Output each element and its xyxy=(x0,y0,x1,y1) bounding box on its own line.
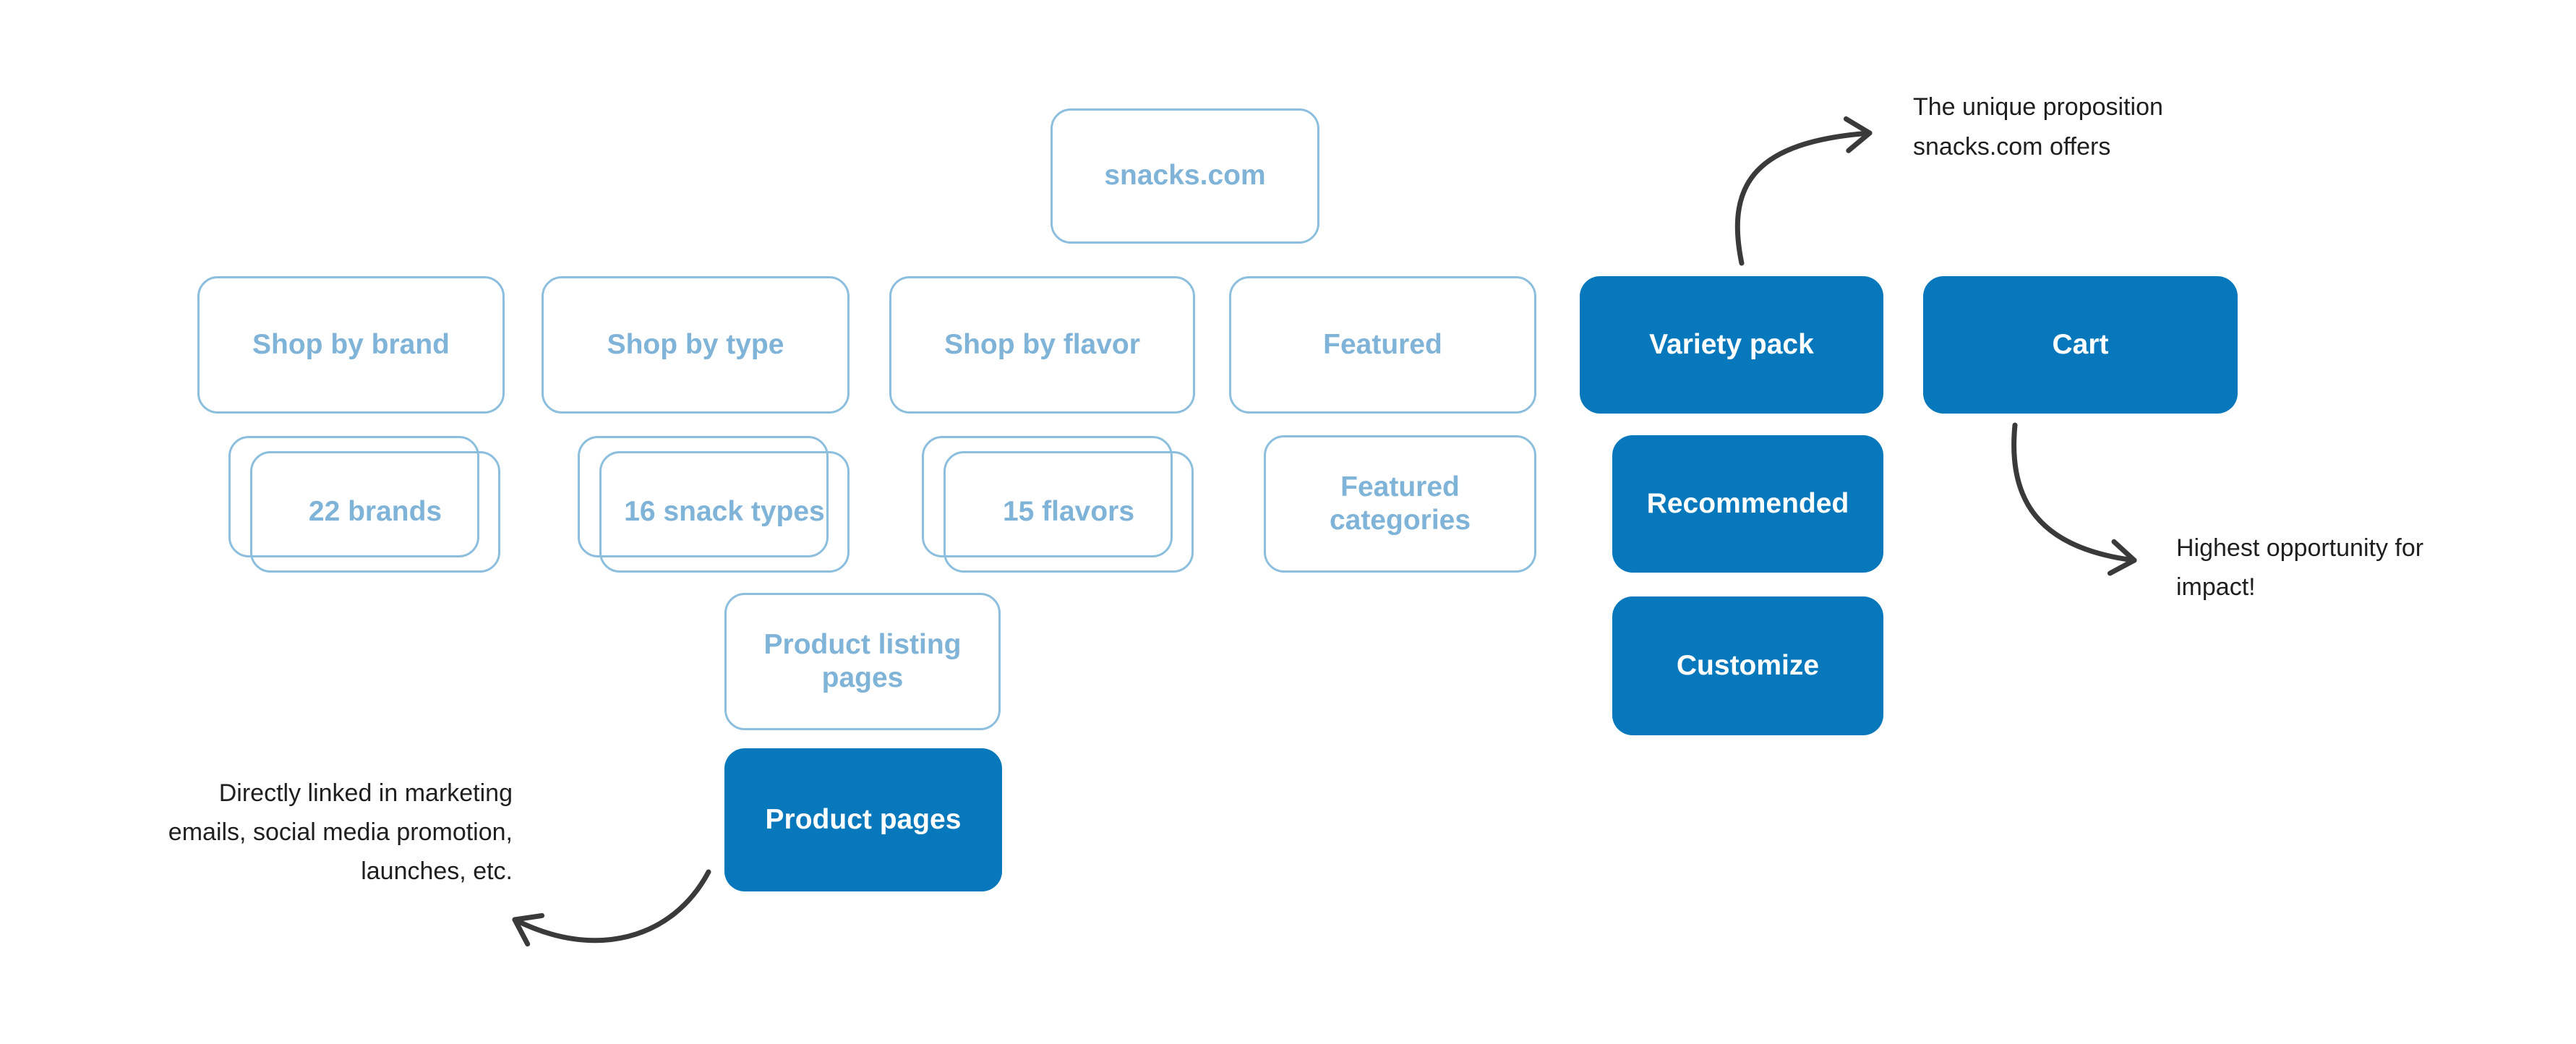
annotation-unique-proposition: The unique proposition snacks.com offers xyxy=(1913,93,2163,161)
node-label: Featured xyxy=(1323,328,1442,360)
node-shop-by-type[interactable]: Shop by type xyxy=(542,276,850,414)
stack-back-card xyxy=(578,436,829,557)
node-variety-pack[interactable]: Variety pack xyxy=(1580,276,1883,414)
node-label: Featured categories xyxy=(1329,471,1471,536)
node-22-brands[interactable]: 22 brands xyxy=(228,436,500,573)
node-featured-categories[interactable]: Featured categories xyxy=(1264,435,1536,573)
node-product-pages[interactable]: Product pages xyxy=(724,748,1002,891)
stack-front-card: 16 snack types xyxy=(599,451,850,573)
node-label: Recommended xyxy=(1646,487,1849,519)
node-label: Product pages xyxy=(765,803,962,835)
node-label: Variety pack xyxy=(1649,328,1814,360)
stack-front-card: 15 flavors xyxy=(943,451,1194,573)
node-product-listing-pages[interactable]: Product listing pages xyxy=(724,593,1001,730)
stack-front-card: 22 brands xyxy=(250,451,500,573)
node-label: Customize xyxy=(1676,649,1820,681)
node-label: 22 brands xyxy=(308,496,442,527)
node-recommended[interactable]: Recommended xyxy=(1612,435,1883,573)
arrow-variety-pack-to-note xyxy=(1734,116,1873,266)
annotation-directly-linked: Directly linked in marketing emails, soc… xyxy=(168,779,513,885)
node-label: Shop by brand xyxy=(252,328,450,360)
arrow-cart-to-note xyxy=(2011,422,2137,576)
arrow-product-pages-to-note xyxy=(512,869,711,947)
node-label: 15 flavors xyxy=(1002,496,1135,527)
node-cart[interactable]: Cart xyxy=(1923,276,2238,414)
node-shop-by-brand[interactable]: Shop by brand xyxy=(197,276,505,414)
node-15-flavors[interactable]: 15 flavors xyxy=(922,436,1194,573)
node-snacks-com[interactable]: snacks.com xyxy=(1050,108,1319,244)
node-label: Product listing pages xyxy=(763,628,962,693)
annotation-highest-opportunity: Highest opportunity for impact! xyxy=(2176,534,2424,601)
node-shop-by-flavor[interactable]: Shop by flavor xyxy=(889,276,1195,414)
node-label: Shop by type xyxy=(607,328,784,360)
node-label: snacks.com xyxy=(1104,160,1266,192)
node-16-snack-types[interactable]: 16 snack types xyxy=(578,436,850,573)
node-customize[interactable]: Customize xyxy=(1612,596,1883,735)
node-featured[interactable]: Featured xyxy=(1229,276,1536,414)
node-label: 16 snack types xyxy=(624,496,825,527)
node-label: Cart xyxy=(2052,328,2109,360)
stack-back-card xyxy=(228,436,479,557)
stack-back-card xyxy=(922,436,1173,557)
node-label: Shop by flavor xyxy=(944,328,1140,360)
